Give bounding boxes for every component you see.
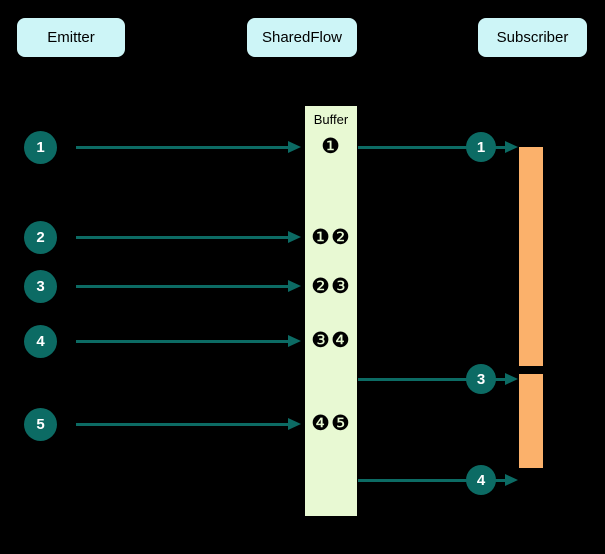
subscriber-header-box: Subscriber	[478, 18, 587, 57]
emitter-header-box: Emitter	[17, 18, 125, 57]
subscriber-activity-bar	[519, 147, 543, 366]
buffer-state: ❶	[321, 135, 341, 158]
subscriber-activity-bar	[519, 374, 543, 468]
emission-arrow-line	[76, 285, 288, 288]
delivery-circle: 3	[466, 364, 496, 394]
buffer-label: Buffer	[313, 112, 349, 127]
emission-arrowhead-icon	[288, 335, 301, 347]
emitter-label: Emitter	[47, 29, 95, 46]
emission-circle: 4	[24, 325, 57, 358]
emission-circle: 3	[24, 270, 57, 303]
delivery-arrow-line	[358, 146, 508, 149]
emission-circle: 2	[24, 221, 57, 254]
buffer-state: ❹❺	[311, 412, 351, 435]
buffer-state: ❷❸	[311, 275, 351, 298]
emission-circle: 1	[24, 131, 57, 164]
emission-arrow-line	[76, 146, 288, 149]
emission-circle: 5	[24, 408, 57, 441]
emission-arrowhead-icon	[288, 280, 301, 292]
delivery-circle: 1	[466, 132, 496, 162]
emission-arrowhead-icon	[288, 231, 301, 243]
delivery-arrow-line	[358, 479, 508, 482]
buffer-state: ❸❹	[311, 329, 351, 352]
emission-arrow-line	[76, 423, 288, 426]
subscriber-label: Subscriber	[496, 29, 569, 46]
sharedflow-label: SharedFlow	[261, 29, 343, 46]
delivery-arrow-line	[358, 378, 508, 381]
delivery-arrowhead-icon	[505, 474, 518, 486]
emission-arrow-line	[76, 340, 288, 343]
emission-arrow-line	[76, 236, 288, 239]
emission-arrowhead-icon	[288, 141, 301, 153]
sharedflow-header-box: SharedFlow	[247, 18, 357, 57]
delivery-circle: 4	[466, 465, 496, 495]
emission-arrowhead-icon	[288, 418, 301, 430]
buffer-state: ❶❷	[311, 226, 351, 249]
buffer-column: Buffer	[305, 106, 357, 516]
delivery-arrowhead-icon	[505, 373, 518, 385]
delivery-arrowhead-icon	[505, 141, 518, 153]
